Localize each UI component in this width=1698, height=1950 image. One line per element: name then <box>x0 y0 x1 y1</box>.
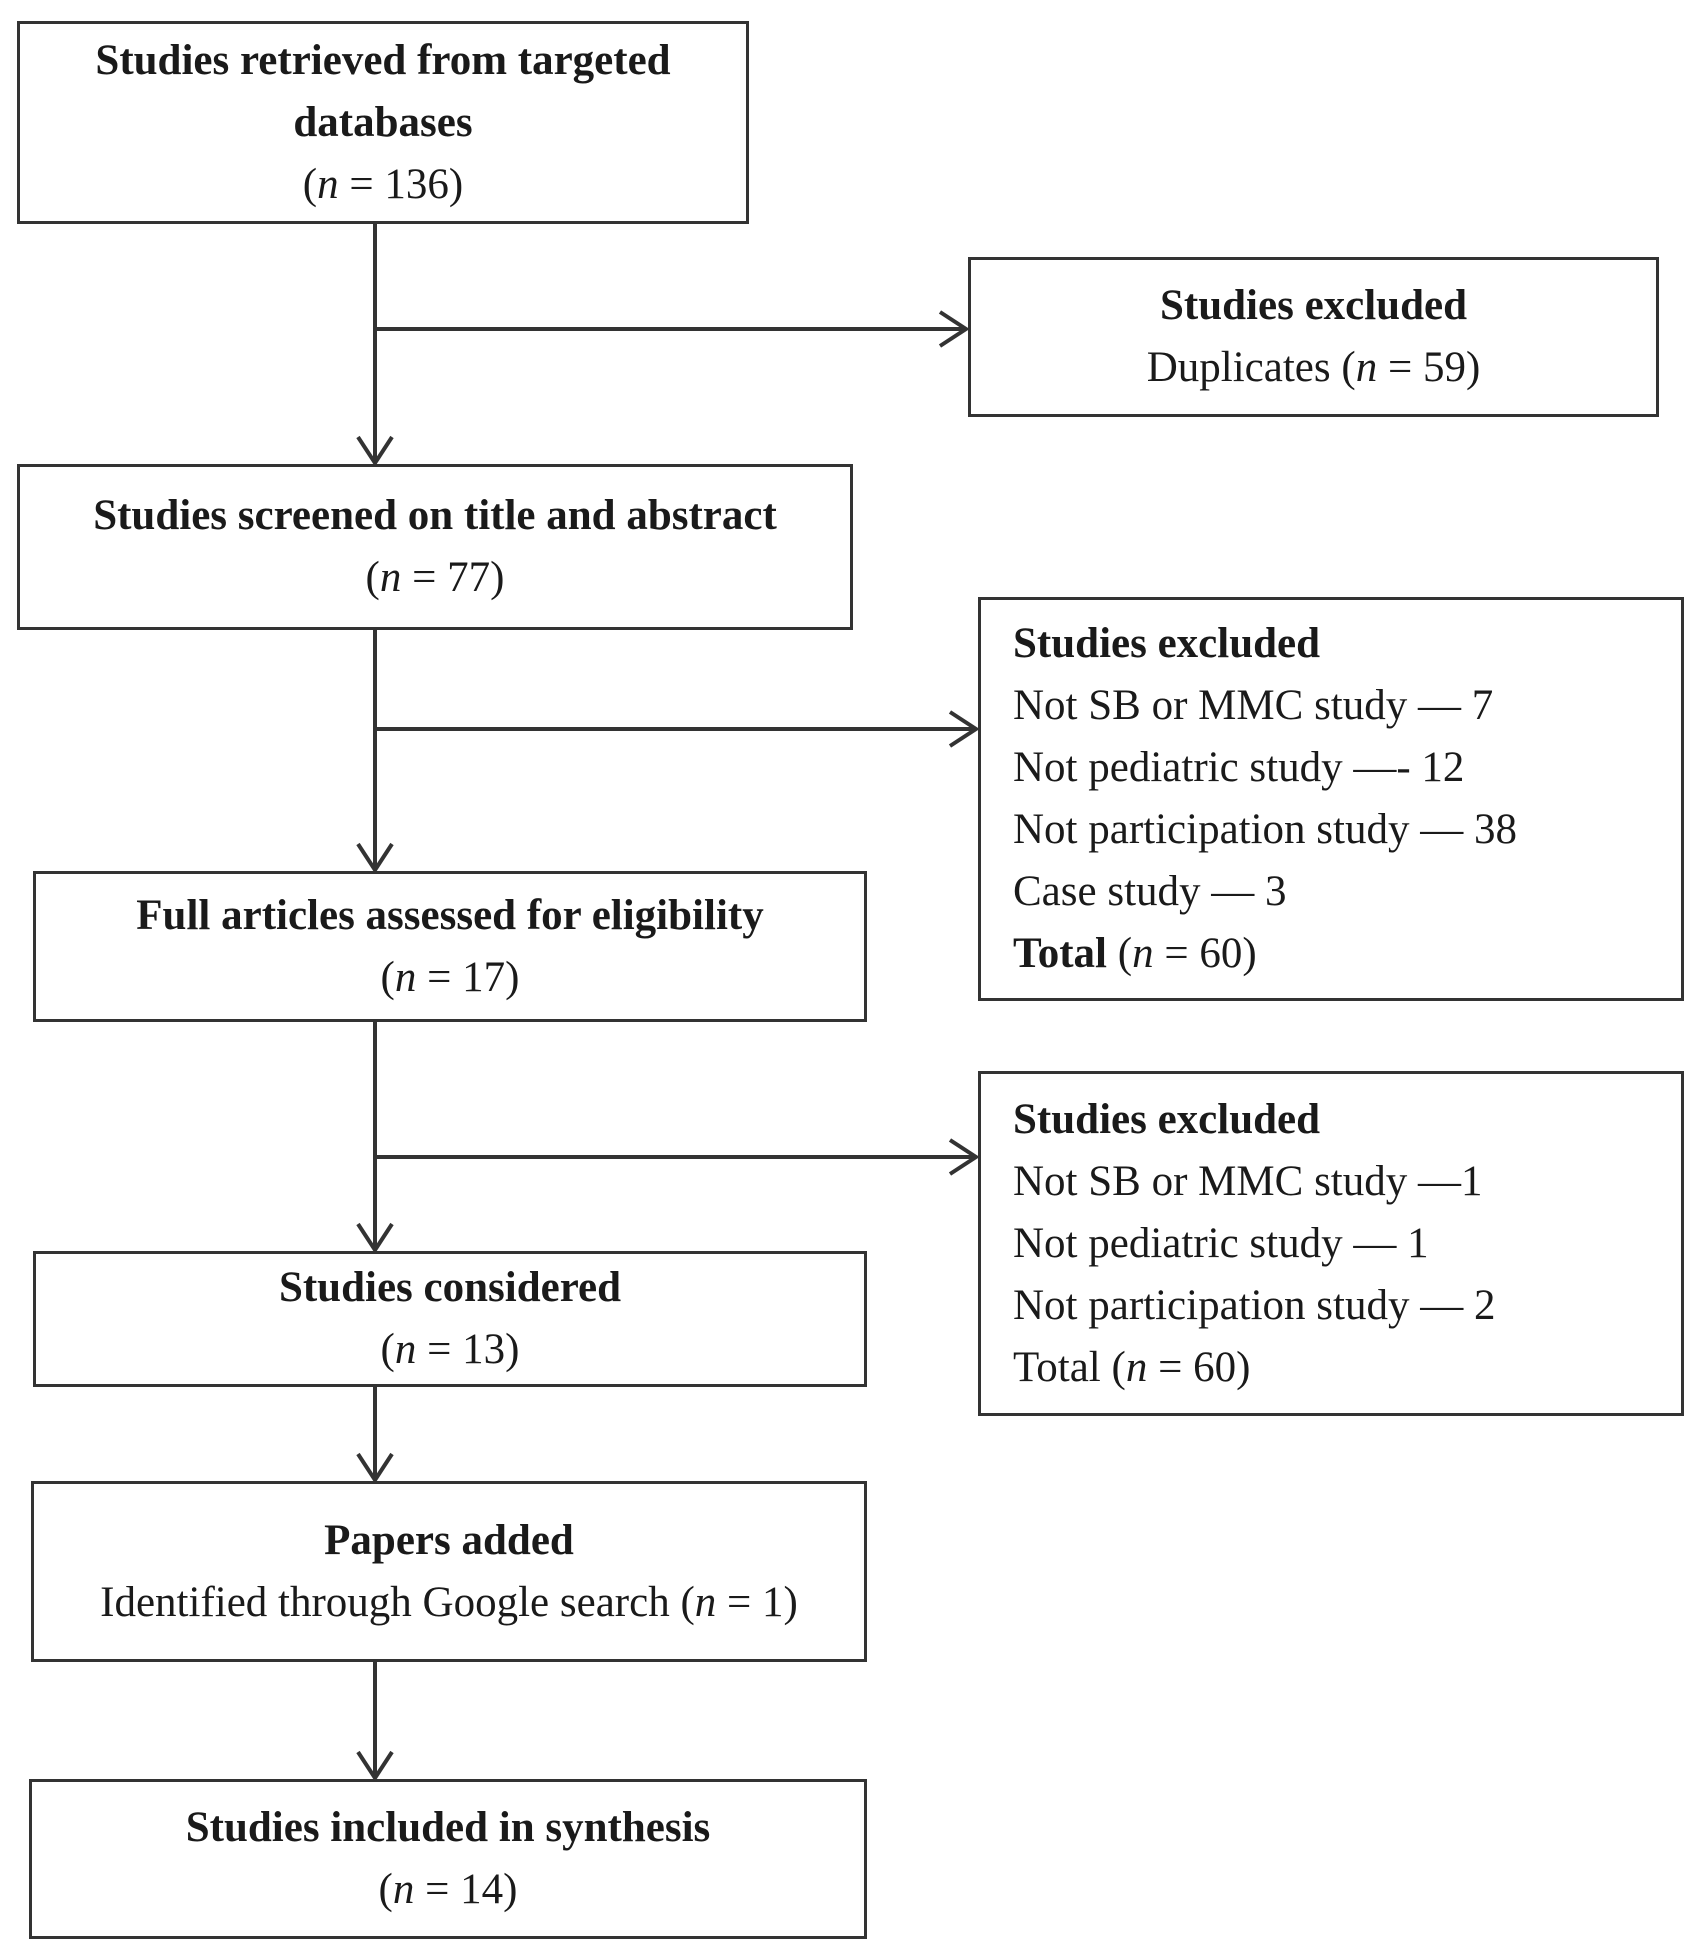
exclusion-1-detail: Duplicates (n = 59) <box>1146 344 1481 391</box>
arrowhead-added <box>356 1452 394 1484</box>
arrowhead-exclusion-2 <box>948 710 980 748</box>
variable-n: n <box>394 1326 417 1373</box>
variable-n: n <box>1355 344 1378 391</box>
retrieved-box: Studies retrieved from targeted database… <box>17 21 749 224</box>
exclusion-3-item: Not SB or MMC study —1 <box>1013 1157 1483 1205</box>
retrieved-title: Studies retrieved from targeted database… <box>95 36 671 146</box>
exclusion-3-item: Total (n = 60) <box>1013 1343 1251 1391</box>
papers-added-box: Papers added Identified through Google s… <box>31 1481 867 1662</box>
variable-n: n <box>394 953 417 1001</box>
screened-count: (n = 77) <box>365 554 505 601</box>
full-articles-title: Full articles assessed for eligibility <box>136 891 764 939</box>
screened-title: Studies screened on title and abstract <box>93 492 777 539</box>
exclusion-2-item: Not pediatric study —- 12 <box>1013 744 1465 791</box>
included-box: Studies included in synthesis (n = 14) <box>29 1779 867 1939</box>
arrowhead-considered <box>356 1222 394 1254</box>
papers-added-title: Papers added <box>324 1516 574 1564</box>
exclusion-1-title: Studies excluded <box>1159 282 1468 329</box>
arrowhead-exclusion-3 <box>948 1138 980 1176</box>
variable-n: n <box>1125 1343 1148 1391</box>
exclusion-box-screening: Studies excluded Not SB or MMC study — 7… <box>978 597 1684 1001</box>
arrowhead-included <box>356 1750 394 1782</box>
exclusion-3-item: Not pediatric study — 1 <box>1013 1219 1429 1267</box>
arrowhead-exclusion-1 <box>938 310 970 348</box>
exclusion-2-total-value: (n = 60) <box>1107 930 1257 977</box>
arrowhead-full <box>356 842 394 874</box>
variable-n: n <box>694 1578 717 1626</box>
exclusion-3-item: Not participation study — 2 <box>1013 1281 1496 1329</box>
retrieved-count: (n = 136) <box>302 160 464 208</box>
arrowhead-screened <box>356 435 394 467</box>
exclusion-2-total-label: Total <box>1013 930 1107 977</box>
variable-n: n <box>392 1866 415 1913</box>
considered-count: (n = 13) <box>380 1326 520 1373</box>
variable-n: n <box>317 160 339 208</box>
exclusion-2-item: Not SB or MMC study — 7 <box>1013 682 1494 729</box>
exclusion-box-eligibility: Studies excluded Not SB or MMC study —1 … <box>978 1071 1684 1416</box>
included-count: (n = 14) <box>378 1866 518 1913</box>
papers-added-detail: Identified through Google search (n = 1) <box>100 1578 798 1626</box>
exclusion-2-item: Not participation study — 38 <box>1013 806 1517 853</box>
variable-n: n <box>1132 930 1154 977</box>
variable-n: n <box>379 554 402 601</box>
exclusion-2-item: Case study — 3 <box>1013 868 1287 915</box>
considered-box: Studies considered (n = 13) <box>33 1251 867 1387</box>
exclusion-3-title: Studies excluded <box>1013 1095 1321 1143</box>
full-articles-box: Full articles assessed for eligibility (… <box>33 871 867 1022</box>
screened-box: Studies screened on title and abstract (… <box>17 464 853 630</box>
exclusion-2-title: Studies excluded <box>1013 620 1321 667</box>
exclusion-2-total: Total (n = 60) <box>1013 923 1257 985</box>
considered-title: Studies considered <box>278 1264 622 1311</box>
included-title: Studies included in synthesis <box>185 1804 711 1851</box>
full-articles-count: (n = 17) <box>380 953 520 1001</box>
exclusion-box-duplicates: Studies excluded Duplicates (n = 59) <box>968 257 1659 417</box>
